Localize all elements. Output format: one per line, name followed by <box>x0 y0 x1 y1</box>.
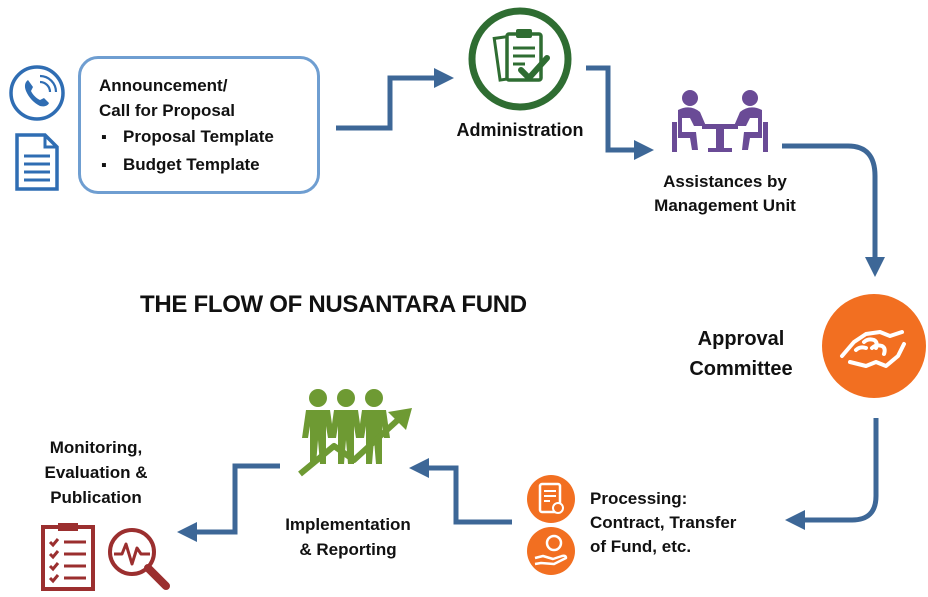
assistance-label: Assistances by Management Unit <box>632 170 818 218</box>
approval-label-line1: Approval <box>697 328 785 350</box>
processing-label-line2: Contract, Transfer <box>590 513 737 532</box>
checklist-icon <box>41 523 95 591</box>
implementation-label: Implementation & Reporting <box>268 512 428 562</box>
monitoring-label: Monitoring, Evaluation & Publication <box>28 435 164 510</box>
handshake-icon <box>822 294 926 398</box>
announcement-title-line1: Announcement/ <box>99 76 228 95</box>
processing-label: Processing: Contract, Transfer of Fund, … <box>590 487 770 559</box>
approval-label: Approval Committee <box>676 324 806 384</box>
approval-label-line2: Committee <box>689 358 793 380</box>
magnifier-analytics-icon <box>108 528 170 590</box>
implementation-label-line1: Implementation <box>285 515 411 534</box>
growth-people-icon <box>298 389 412 477</box>
list-item: Proposal Template <box>101 123 274 151</box>
phone-icon <box>9 65 65 121</box>
clipboard-check-icon <box>468 7 572 111</box>
processing-label-line1: Processing: <box>590 489 688 508</box>
announcement-title-line2: Call for Proposal <box>99 101 236 120</box>
arrow-announcement-to-administration <box>336 68 454 131</box>
administration-label: Administration <box>456 120 584 140</box>
assistance-label-line1: Assistances by <box>663 172 787 191</box>
announcement-list: Proposal Template Budget Template <box>101 123 274 179</box>
arrow-assistance-to-approval <box>782 143 885 277</box>
implementation-label-line2: & Reporting <box>299 540 397 559</box>
announcement-title: Announcement/ Call for Proposal <box>99 73 235 123</box>
money-hand-icon <box>527 527 575 575</box>
monitoring-label-line1: Monitoring, <box>49 438 143 457</box>
processing-label-line3: of Fund, etc. <box>590 537 692 556</box>
arrow-processing-to-implementation <box>409 458 512 525</box>
monitoring-label-line2: Evaluation & <box>44 463 148 482</box>
arrow-administration-to-assistance <box>586 65 654 160</box>
arrow-implementation-to-monitoring <box>177 463 280 542</box>
assistance-label-line2: Management Unit <box>654 196 796 215</box>
document-icon <box>15 133 59 191</box>
announcement-box: Announcement/ Call for Proposal Proposal… <box>78 56 320 194</box>
contract-certificate-icon <box>527 475 575 523</box>
monitoring-label-line3: Publication <box>50 488 142 507</box>
list-item: Budget Template <box>101 151 274 179</box>
meeting-table-icon <box>672 90 768 152</box>
arrow-approval-to-processing <box>785 418 879 530</box>
diagram-title: THE FLOW OF NUSANTARA FUND <box>140 291 527 318</box>
